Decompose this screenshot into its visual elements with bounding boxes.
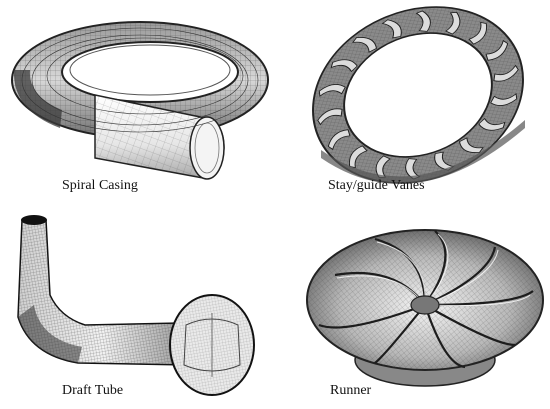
guide-vanes-mesh — [312, 6, 525, 184]
draft-tube-mesh — [17, 215, 255, 396]
draft-tube-label: Draft Tube — [62, 383, 124, 398]
spiral-casing-label: Spiral Casing — [62, 178, 138, 193]
guide-vanes-label: Stay/guide Vanes — [328, 178, 425, 193]
spiral-casing-mesh — [11, 21, 269, 180]
runner-label: Runner — [330, 383, 372, 398]
runner-mesh — [306, 229, 544, 387]
